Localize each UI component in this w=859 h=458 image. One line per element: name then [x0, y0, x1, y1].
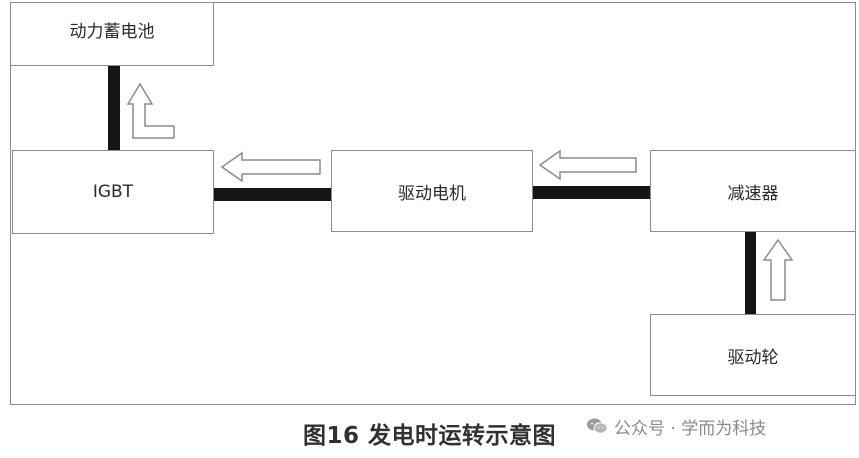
battery-igbt-connector [108, 66, 120, 150]
reducer-box: 减速器 [650, 150, 856, 232]
left-arrow-to-motor [538, 149, 637, 181]
reducer-label: 减速器 [727, 183, 779, 204]
motor-box: 驱动电机 [331, 150, 533, 232]
wheel-label: 驱动轮 [727, 347, 779, 368]
motor-reducer-connector [533, 186, 650, 199]
battery-label: 动力蓄电池 [69, 22, 155, 42]
watermark-text: 公众号 · 学而为科技 [614, 418, 767, 439]
left-arrow-to-igbt [220, 151, 321, 183]
figure-caption: 图16 发电时运转示意图 [302, 423, 556, 449]
wheel-box: 驱动轮 [650, 314, 856, 396]
reducer-wheel-connector [745, 232, 756, 314]
wechat-icon [587, 418, 608, 434]
up-arrow-to-reducer [762, 238, 794, 301]
battery-box: 动力蓄电池 [10, 2, 214, 66]
watermark: 公众号 · 学而为科技 [586, 413, 766, 439]
igbt-label: IGBT [92, 182, 134, 202]
bent-up-arrow [126, 82, 175, 139]
igbt-box: IGBT [12, 150, 214, 234]
motor-label: 驱动电机 [398, 183, 466, 204]
igbt-motor-connector [214, 188, 331, 201]
